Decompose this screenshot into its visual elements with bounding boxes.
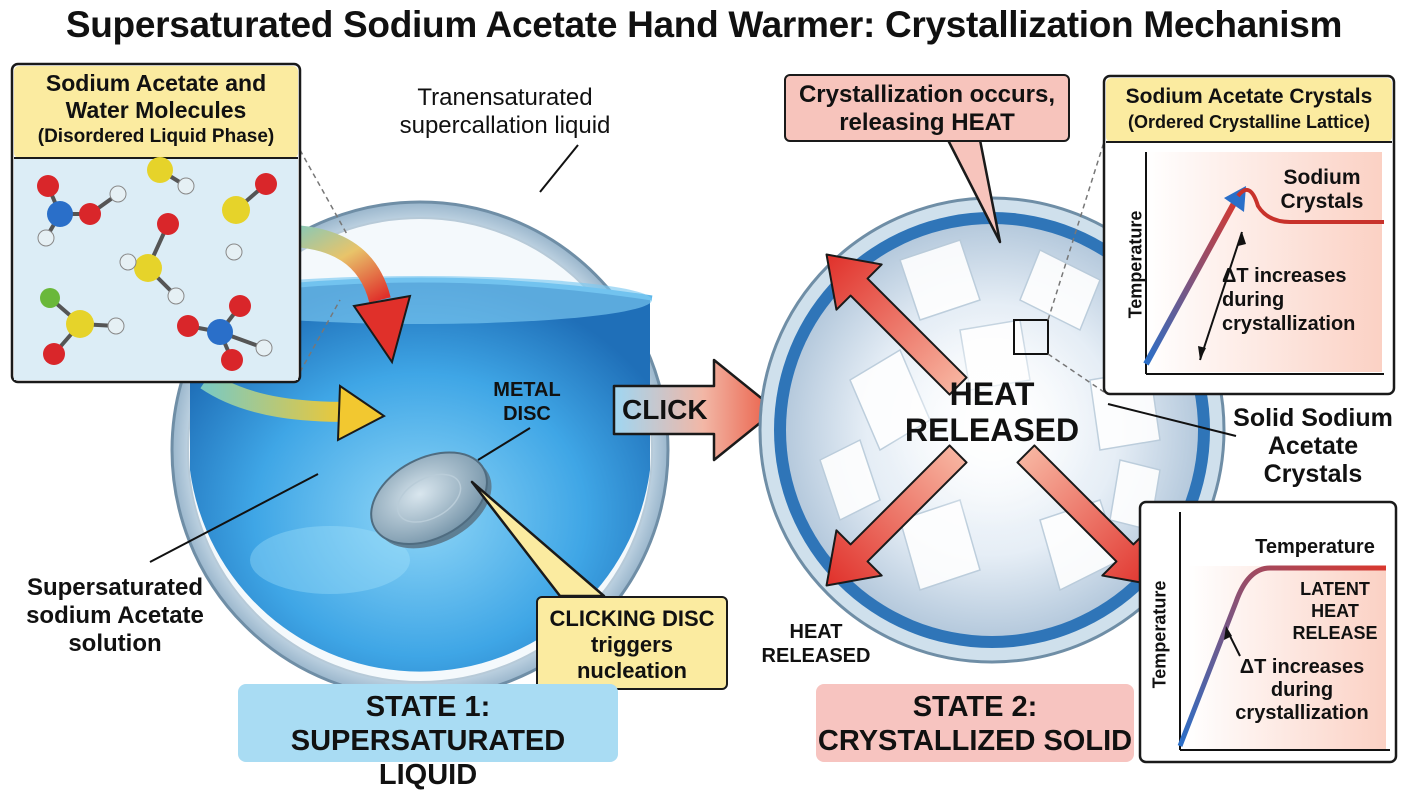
diagram-artwork bbox=[10, 62, 1398, 764]
graph-bottom-latent2: HEAT bbox=[1311, 601, 1359, 621]
graph-top-curve-label: Sodium Crystals bbox=[1262, 166, 1382, 214]
graph-top-ann2: during bbox=[1222, 289, 1285, 311]
solution-label: Supersaturated sodium Acetate solution bbox=[0, 574, 230, 658]
heat-lower-line1: HEAT bbox=[789, 621, 843, 643]
graph-top-header: Sodium Acetate Crystals (Ordered Crystal… bbox=[1106, 84, 1392, 134]
crystallization-line2: releasing HEAT bbox=[839, 109, 1015, 136]
zoom-square bbox=[1013, 319, 1049, 355]
graph-top-header1: Sodium Acetate Crystals bbox=[1125, 85, 1373, 108]
solid-line3: Crystals bbox=[1263, 460, 1363, 488]
graph-top-curve1: Sodium bbox=[1283, 166, 1361, 189]
graph-bottom-latent1: LATENT bbox=[1300, 579, 1370, 599]
solid-leader-line bbox=[1107, 403, 1237, 437]
disc-callout-box: CLICKING DISC triggers nucleation bbox=[536, 596, 728, 690]
state1-line1: STATE 1: bbox=[365, 691, 491, 723]
state2-line1: STATE 2: bbox=[912, 691, 1038, 723]
heat-center-line1: HEAT bbox=[949, 376, 1035, 412]
graph-bottom bbox=[1138, 500, 1398, 764]
page-title: Supersaturated Sodium Acetate Hand Warme… bbox=[65, 4, 1343, 45]
solution-line1: Supersaturated bbox=[26, 574, 204, 601]
molecule-header-line3: (Disordered Liquid Phase) bbox=[37, 126, 275, 147]
state1-line2: SUPERSATURATED LIQUID bbox=[290, 725, 566, 791]
zoom-lines-left bbox=[299, 149, 349, 373]
solid-crystals-label: Solid Sodium Acetate Crystals bbox=[1218, 404, 1408, 488]
leader-lines-left bbox=[149, 144, 579, 563]
solution-line3: solution bbox=[68, 630, 162, 657]
molecule-box-art bbox=[10, 62, 302, 384]
graph-bottom-ann3: crystallization bbox=[1235, 702, 1369, 724]
crystallization-line1: Crystallization occurs, bbox=[798, 81, 1056, 108]
click-arrow bbox=[612, 358, 778, 462]
liquid-callout-label: Tranensaturated supercallation liquid bbox=[370, 84, 640, 140]
diagram-scene: Supersaturated Sodium Acetate Hand Warme… bbox=[0, 4, 1408, 791]
graph-top-curve2: Crystals bbox=[1280, 190, 1364, 213]
heat-center-label: HEAT RELEASED bbox=[892, 376, 1092, 448]
metal-disc-icon bbox=[370, 451, 492, 549]
heat-center-line2: RELEASED bbox=[904, 412, 1080, 448]
graph-bottom-ann1: ΔT increases bbox=[1239, 656, 1365, 678]
disc-callout-line2: triggers bbox=[591, 632, 673, 657]
graph-top-ann3: crystallization bbox=[1222, 313, 1356, 335]
molecule-header-line2: Water Molecules bbox=[65, 97, 247, 123]
liquid-callout-line1: Tranensaturated bbox=[417, 84, 593, 111]
state2-badge: STATE 2: CRYSTALLIZED SOLID bbox=[816, 684, 1134, 762]
state1-badge: STATE 1: SUPERSATURATED LIQUID bbox=[238, 684, 618, 791]
solid-line1: Solid Sodium bbox=[1233, 404, 1393, 432]
solution-line2: sodium Acetate bbox=[26, 602, 204, 629]
disc-callout-line1: CLICKING DISC bbox=[549, 606, 715, 631]
graph-bottom-annotation: ΔT increases during crystallization bbox=[1218, 656, 1386, 725]
metal-disc-line1: METAL bbox=[493, 379, 561, 401]
click-label: CLICK bbox=[622, 394, 708, 425]
graph-top-header2: (Ordered Crystalline Lattice) bbox=[1127, 112, 1371, 132]
solid-line2: Acetate bbox=[1267, 432, 1359, 460]
metal-disc-line2: DISC bbox=[503, 403, 551, 425]
molecule-box-header: Sodium Acetate and Water Molecules (Diso… bbox=[14, 70, 298, 150]
liquid-callout-line2: supercallation liquid bbox=[399, 112, 611, 139]
graph-top-annotation: ΔT increases during crystallization bbox=[1222, 264, 1390, 336]
graph-bottom-curve-label: Temperature bbox=[1255, 536, 1375, 558]
graph-bottom-ann2: during bbox=[1270, 679, 1334, 701]
metal-disc-label: METAL DISC bbox=[482, 378, 572, 426]
graph-bottom-latent3: RELEASE bbox=[1292, 623, 1378, 643]
zoom-lines-right bbox=[1047, 141, 1105, 393]
molecule-header-line1: Sodium Acetate and bbox=[45, 70, 267, 96]
graph-bottom-ylabel: Temperature bbox=[1149, 580, 1170, 689]
heat-lower-line2: RELEASED bbox=[761, 645, 871, 667]
heat-lower-label: HEAT RELEASED bbox=[756, 620, 876, 668]
crystallization-callout-box: Crystallization occurs, releasing HEAT bbox=[784, 74, 1070, 142]
graph-top bbox=[1102, 74, 1396, 396]
graph-top-ylabel: Temperature bbox=[1125, 210, 1146, 319]
state2-line2: CRYSTALLIZED SOLID bbox=[817, 725, 1133, 757]
graph-top-ann1: ΔT increases bbox=[1222, 265, 1347, 287]
graph-bottom-latent: LATENT HEAT RELEASE bbox=[1280, 578, 1390, 644]
heat-arrows bbox=[825, 253, 1159, 587]
disc-callout-line3: nucleation bbox=[576, 658, 687, 683]
